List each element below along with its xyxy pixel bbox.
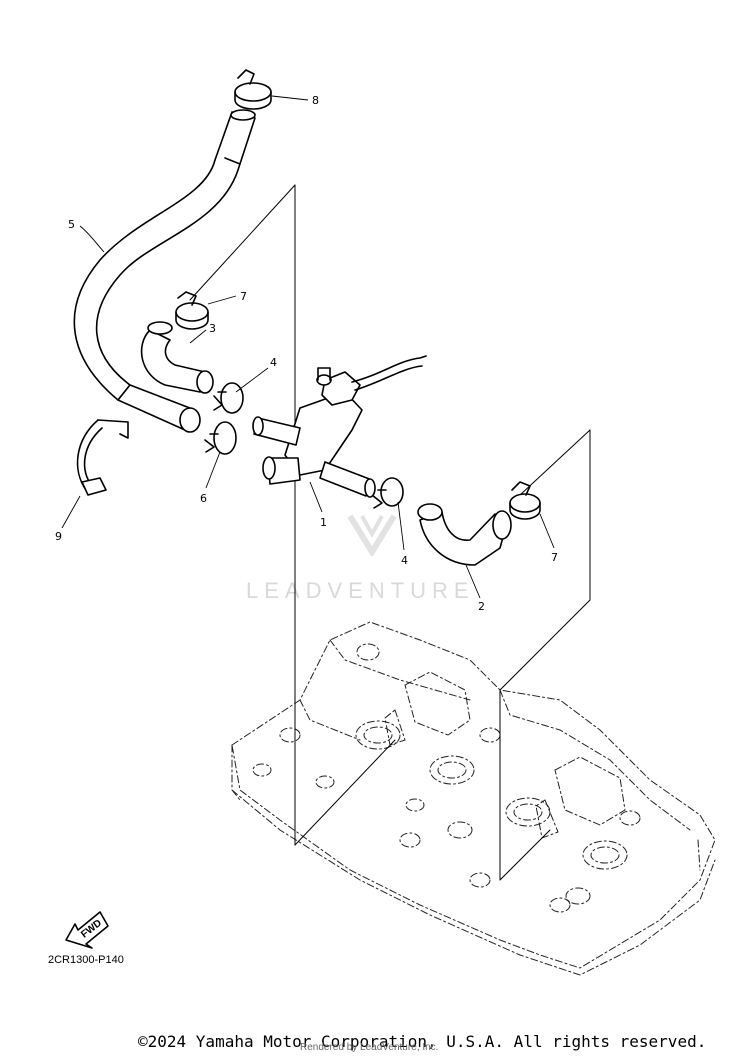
part-6-hose-clamp xyxy=(204,421,237,455)
part-1-air-cut-valve xyxy=(252,355,427,498)
watermark-logo-icon xyxy=(347,514,397,556)
callout-5: 5 xyxy=(68,218,75,231)
callout-4-left: 4 xyxy=(270,356,277,369)
part-3-hose xyxy=(140,321,214,394)
callout-2: 2 xyxy=(478,600,485,613)
copyright-notice: ©2024 Yamaha Motor Corporation, U.S.A. A… xyxy=(138,1032,707,1051)
leader-lines xyxy=(61,95,555,599)
callout-9: 9 xyxy=(55,530,62,543)
callout-4-right: 4 xyxy=(401,554,408,567)
callout-7-left: 7 xyxy=(240,290,247,303)
rendered-by-notice: Rendered by LeadVenture, Inc. xyxy=(300,1042,439,1053)
diagram-reference-code: 2CR1300-P140 xyxy=(48,954,124,966)
part-9-hose-clip xyxy=(76,419,129,496)
watermark-text: LEADVENTURE xyxy=(246,578,475,603)
callout-7-right: 7 xyxy=(551,551,558,564)
forward-direction-arrow-icon: FWD xyxy=(65,911,109,949)
callout-8: 8 xyxy=(312,94,319,107)
part-4-hose-clamp-right xyxy=(371,477,404,509)
part-2-hose xyxy=(417,503,512,566)
part-7-hose-clamp-right xyxy=(509,481,541,520)
part-7-hose-clamp-left xyxy=(175,291,209,330)
cylinder-head-cover xyxy=(231,621,716,976)
alignment-lines xyxy=(189,184,591,881)
callout-3: 3 xyxy=(209,322,216,335)
callout-numbers: 8 5 7 3 4 6 1 4 2 7 9 xyxy=(55,94,558,613)
part-5-air-induction-hose xyxy=(73,109,256,433)
callout-1: 1 xyxy=(320,516,327,529)
callout-6: 6 xyxy=(200,492,207,505)
part-8-hose-clamp xyxy=(234,69,272,110)
part-4-hose-clamp-left xyxy=(213,382,244,414)
